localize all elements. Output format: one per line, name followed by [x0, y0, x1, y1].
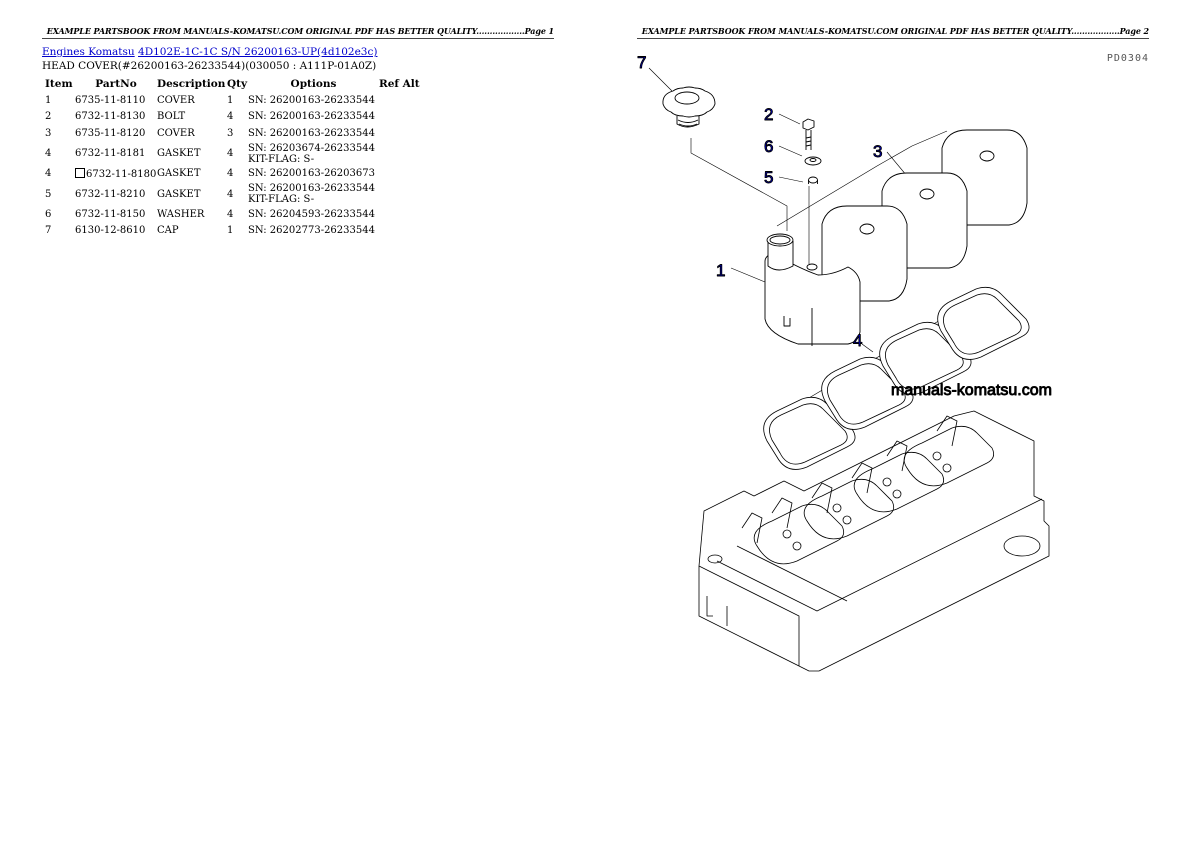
cell-qty: 3	[227, 127, 234, 139]
partno-text: 6732-11-8180	[86, 168, 157, 180]
cell-options: SN: 26204593-26233544	[248, 208, 375, 220]
cell-item: 4	[45, 168, 52, 180]
option-kit-flag: KIT-FLAG: S-	[248, 153, 315, 165]
callout-3: 3	[873, 142, 882, 161]
col-header-item: Item	[45, 78, 73, 90]
cell-qty: 1	[227, 94, 234, 106]
parts-table: Item PartNo Description Qty Options Ref …	[45, 76, 420, 239]
cell-qty: 4	[227, 148, 234, 159]
cell-options: SN: 26200163-26233544	[248, 111, 375, 123]
cell-partno: 6130-12-8610	[75, 225, 146, 237]
col-header-partno: PartNo	[95, 78, 137, 90]
cover-part-1	[764, 233, 861, 346]
cell-partno: 6732-11-8181	[75, 148, 146, 159]
cell-options: SN: 26202773-26233544	[248, 225, 375, 237]
cell-description: WASHER	[157, 208, 205, 220]
table-row: 3 6735-11-8120 COVER 3 SN: 26200163-2623…	[45, 125, 420, 142]
checkbox-icon	[75, 167, 85, 178]
cell-description: COVER	[157, 127, 195, 139]
cell-description: BOLT	[157, 111, 186, 123]
cell-ref-alt	[379, 182, 420, 206]
callout-5: 5	[764, 168, 773, 187]
cell-ref-alt	[379, 142, 420, 166]
col-header-description: Description	[157, 78, 226, 90]
cover-part-3	[776, 129, 1028, 302]
callout-1: 1	[716, 261, 725, 280]
cell-description: COVER	[157, 94, 195, 106]
cell-item: 6	[45, 208, 52, 220]
cell-ref-alt	[379, 125, 420, 142]
cell-options: SN: 26200163-26233544	[248, 127, 375, 139]
cell-description: CAP	[157, 225, 179, 237]
table-row: 4 6732-11-8180 GASKET 4 SN: 26200163-262…	[45, 166, 420, 183]
callout-labels: 7 2 6 3 5 1 4	[637, 53, 883, 351]
breadcrumb-link-engines[interactable]: Engines Komatsu	[42, 46, 135, 58]
gasket-part-4	[763, 286, 1030, 470]
gasket-part-5	[808, 176, 818, 184]
leader-lines	[648, 67, 908, 353]
cell-ref-alt	[379, 92, 420, 109]
cell-qty: 4	[227, 111, 234, 123]
option-serial: SN: 26200163-26233544	[248, 183, 375, 194]
page-header: EXAMPLE PARTSBOOK FROM MANUALS-KOMATSU.C…	[42, 26, 554, 39]
cell-ref-alt	[379, 166, 420, 183]
table-row: 7 6130-12-8610 CAP 1 SN: 26202773-262335…	[45, 223, 420, 240]
cell-qty: 1	[227, 225, 234, 237]
cell-description: GASKET	[157, 148, 201, 159]
page-2: EXAMPLE PARTSBOOK FROM MANUALS-KOMATSU.C…	[637, 0, 1149, 842]
callout-7: 7	[637, 53, 646, 72]
table-row: 1 6735-11-8110 COVER 1 SN: 26200163-2623…	[45, 92, 420, 109]
page-header: EXAMPLE PARTSBOOK FROM MANUALS-KOMATSU.C…	[637, 26, 1149, 39]
table-header-row: Item PartNo Description Qty Options Ref …	[45, 76, 420, 92]
cell-item: 4	[45, 148, 52, 159]
cell-qty: 4	[227, 188, 234, 200]
cell-item: 5	[45, 188, 52, 200]
cell-item: 7	[45, 225, 52, 237]
page-1: EXAMPLE PARTSBOOK FROM MANUALS-KOMATSU.C…	[42, 0, 554, 842]
cell-item: 3	[45, 127, 52, 139]
option-kit-flag: KIT-FLAG: S-	[248, 194, 315, 205]
option-serial: SN: 26203674-26233544	[248, 142, 375, 154]
cell-item: 2	[45, 111, 52, 123]
breadcrumb: Engines Komatsu 4D102E-1C-1C S/N 2620016…	[42, 46, 377, 58]
bolt-part-2	[802, 118, 815, 150]
cell-ref-alt	[379, 206, 420, 223]
table-row: 4 6732-11-8181 GASKET 4 SN: 26203674-262…	[45, 142, 420, 166]
cell-ref-alt	[379, 109, 420, 126]
exploded-parts-diagram: 7 2 6 3 5 1 4 manuals-komatsu.com	[637, 53, 1052, 672]
cell-ref-alt	[379, 223, 420, 240]
cell-partno: 6735-11-8110	[75, 94, 146, 106]
cell-qty: 4	[227, 168, 234, 180]
cell-item: 1	[45, 94, 52, 106]
cylinder-head-part	[698, 410, 1050, 672]
watermark-text: manuals-komatsu.com	[891, 382, 1052, 399]
callout-6: 6	[764, 137, 773, 156]
washer-part-6	[804, 156, 822, 166]
section-title: HEAD COVER(#26200163-26233544)(030050 : …	[42, 60, 377, 72]
cell-partno: 6732-11-8180	[75, 166, 157, 183]
callout-2: 2	[764, 105, 773, 124]
table-row: 2 6732-11-8130 BOLT 4 SN: 26200163-26233…	[45, 109, 420, 126]
cell-description: GASKET	[157, 168, 201, 180]
cell-options: SN: 26203674-26233544 KIT-FLAG: S-	[248, 142, 379, 166]
cell-qty: 4	[227, 208, 234, 220]
cell-partno: 6732-11-8150	[75, 208, 146, 220]
drawing-code: PD0304	[1106, 53, 1149, 64]
cell-partno: 6732-11-8130	[75, 111, 146, 123]
col-header-ref-alt: Ref Alt	[379, 78, 420, 90]
breadcrumb-link-model[interactable]: 4D102E-1C-1C S/N 26200163-UP(4d102e3c)	[138, 46, 378, 58]
cell-description: GASKET	[157, 188, 201, 200]
cell-options: SN: 26200163-26203673	[248, 168, 375, 180]
cell-options: SN: 26200163-26233544 KIT-FLAG: S-	[248, 182, 379, 206]
callout-4: 4	[853, 331, 862, 350]
cell-options: SN: 26200163-26233544	[248, 94, 375, 106]
table-row: 6 6732-11-8150 WASHER 4 SN: 26204593-262…	[45, 206, 420, 223]
cell-partno: 6735-11-8120	[75, 127, 146, 139]
col-header-qty: Qty	[227, 78, 248, 90]
oil-cap-part-7	[662, 86, 716, 128]
table-row: 5 6732-11-8210 GASKET 4 SN: 26200163-262…	[45, 182, 420, 206]
cell-partno: 6732-11-8210	[75, 188, 146, 200]
col-header-options: Options	[290, 78, 337, 90]
